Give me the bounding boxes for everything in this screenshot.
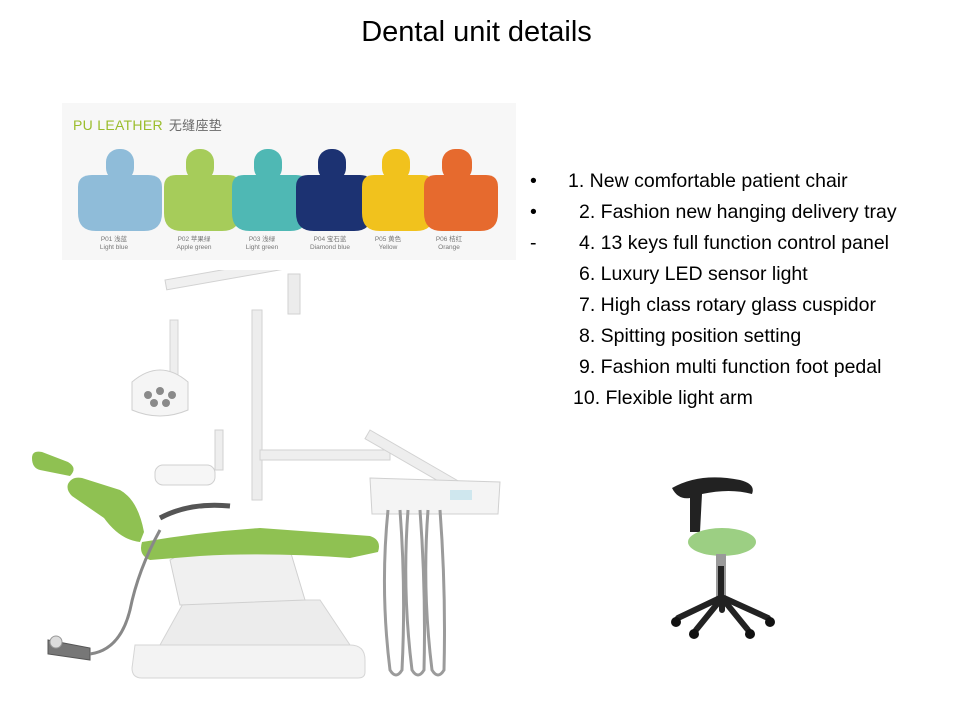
- swatch-light-blue: [74, 147, 166, 233]
- headrest-shape: [318, 149, 346, 181]
- bullet: •: [530, 201, 537, 223]
- swatch-diamond-blue: [294, 147, 374, 233]
- headrest-shape: [442, 149, 472, 181]
- feature-text: 7. High class rotary glass cuspidor: [579, 294, 876, 316]
- feature-text: 9. Fashion multi function foot pedal: [579, 356, 882, 378]
- chair-cushion-icon: [362, 149, 434, 231]
- swatch-code: P03 浅绿: [248, 236, 276, 243]
- swatch-apple-green: [162, 147, 242, 233]
- swatch-light-green: [230, 147, 310, 233]
- chair-cushion-icon: [232, 149, 308, 231]
- doctor-stool-image: [660, 470, 785, 645]
- swatch-name: Diamond blue: [309, 244, 351, 251]
- pu-leather-color-panel: PU LEATHER 无缝座垫: [62, 103, 516, 260]
- swatch-code: P01 浅蓝: [100, 236, 128, 243]
- headrest-shape: [382, 149, 410, 181]
- backrest-shape: [67, 477, 144, 542]
- headrest-shape: [32, 451, 74, 476]
- chair-cushion-icon: [424, 149, 498, 231]
- chair-cushion-icon: [78, 149, 162, 231]
- feature-text: 8. Spitting position setting: [579, 325, 802, 347]
- swatch-name: Apple green: [176, 244, 212, 251]
- feature-text: 10. Flexible light arm: [573, 387, 753, 409]
- seat-shape: [362, 175, 434, 231]
- feature-text: 6. Luxury LED sensor light: [579, 263, 808, 285]
- bullet: •: [530, 170, 537, 192]
- swatch-name: Light green: [245, 244, 279, 251]
- feature-text: 4. 13 keys full function control panel: [579, 232, 890, 254]
- stool-backrest: [672, 477, 753, 532]
- feature-text: 1. New comfortable patient chair: [568, 170, 848, 192]
- pu-leather-title: PU LEATHER: [73, 117, 163, 133]
- page-title: Dental unit details: [361, 16, 592, 48]
- pu-leather-header: PU LEATHER 无缝座垫: [73, 115, 222, 134]
- headrest-shape: [254, 149, 282, 181]
- swatch-name: Light blue: [99, 244, 129, 251]
- swatch-code: P04 宝石蓝: [313, 236, 347, 243]
- dental-unit-image: [20, 255, 510, 695]
- stool-seat: [688, 528, 756, 556]
- seat-shape: [78, 175, 162, 231]
- chair-cushion-icon: [164, 149, 240, 231]
- seat-shape: [164, 175, 240, 231]
- headrest-shape: [186, 149, 214, 181]
- seat-shape: [232, 175, 308, 231]
- bullet: -: [530, 232, 537, 254]
- pu-leather-title-cn: 无缝座垫: [168, 118, 223, 133]
- headrest-shape: [106, 149, 134, 181]
- swatch-yellow: [360, 147, 436, 233]
- swatch-code: P05 黄色: [374, 236, 402, 243]
- chair-cushion-icon: [296, 149, 372, 231]
- seat-shape: [424, 175, 498, 231]
- swatch-name: Yellow: [378, 244, 398, 251]
- seat-shape: [296, 175, 372, 231]
- dental-chair-icon: [32, 255, 501, 679]
- dental-stool-icon: [671, 477, 775, 639]
- swatch-code: P02 苹果绿: [177, 236, 211, 243]
- swatch-orange: [422, 147, 500, 233]
- swatch-name: Orange: [438, 244, 460, 251]
- swatch-code: P06 桔红: [435, 236, 463, 243]
- seat-shape: [141, 528, 379, 560]
- feature-text: 2. Fashion new hanging delivery tray: [579, 201, 897, 223]
